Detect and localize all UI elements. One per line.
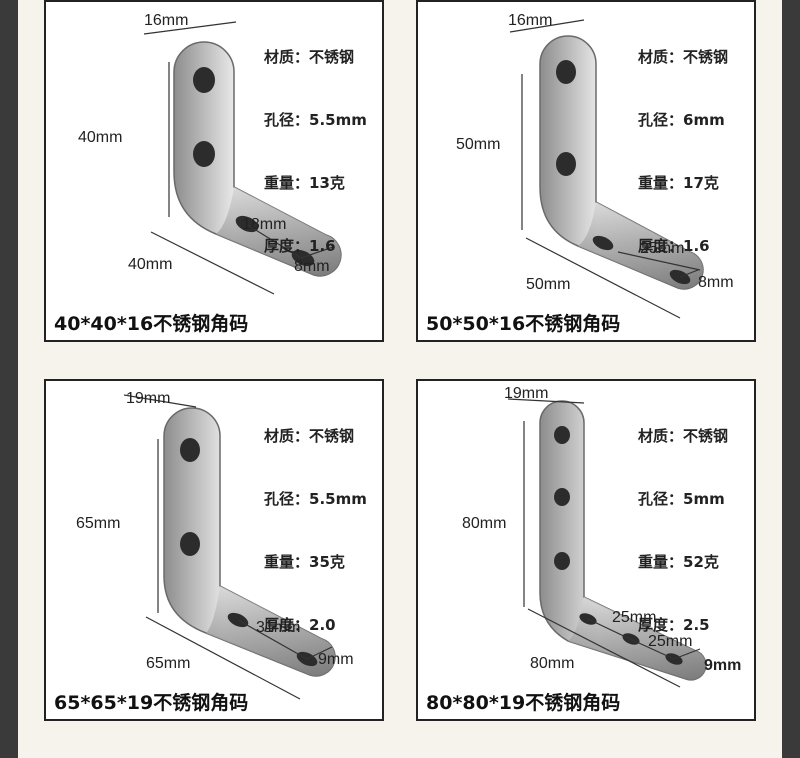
spec-hole: 孔径：6mm xyxy=(638,111,725,129)
spec-hole: 孔径：5mm xyxy=(638,490,725,508)
dim-hole-gap: 18mm xyxy=(242,216,287,233)
dim-height: 40mm xyxy=(78,129,123,146)
dim-width: 16mm xyxy=(144,12,189,29)
dim-hole-gap-2: 25mm xyxy=(648,633,693,650)
dim-length: 80mm xyxy=(530,655,575,672)
spec-weight: 重量：52克 xyxy=(638,553,719,571)
dim-width: 16mm xyxy=(508,12,553,29)
dim-length: 40mm xyxy=(128,256,173,273)
spec-thickness: 厚度：2.5 xyxy=(638,616,710,634)
dim-hole-gap: 25mm xyxy=(612,609,657,626)
product-panel: 材质：不锈钢 孔径：5.5mm 重量：13克 厚度：1.6 16mm 40mm … xyxy=(18,0,782,758)
dim-length: 65mm xyxy=(146,655,191,672)
dim-edge: 9mm xyxy=(318,651,354,668)
product-card-50: 材质：不锈钢 孔径：6mm 重量：17克 厚度：1.6 16mm 50mm 50… xyxy=(416,0,756,342)
spec-weight: 重量：17克 xyxy=(638,174,719,192)
dim-width: 19mm xyxy=(126,390,171,407)
dim-height: 80mm xyxy=(462,515,507,532)
product-card-40: 材质：不锈钢 孔径：5.5mm 重量：13克 厚度：1.6 16mm 40mm … xyxy=(44,0,384,342)
product-caption: 80*80*19不锈钢角码 xyxy=(426,692,621,714)
dim-edge: 9mm xyxy=(704,657,742,674)
specs-block: 材质：不锈钢 孔径：6mm 重量：17克 厚度：1.6 xyxy=(638,5,728,299)
product-caption: 65*65*19不锈钢角码 xyxy=(54,692,249,714)
dim-width: 19mm xyxy=(504,385,549,402)
dim-edge: 8mm xyxy=(294,258,330,275)
spec-material: 材质：不锈钢 xyxy=(638,427,729,445)
product-card-65: 材质：不锈钢 孔径：5.5mm 重量：35克 厚度：2.0 19mm 65mm … xyxy=(44,379,384,721)
specs-block: 材质：不锈钢 孔径：5.5mm 重量：35克 厚度：2.0 xyxy=(264,384,367,678)
spec-material: 材质：不锈钢 xyxy=(264,427,355,445)
spec-weight: 重量：35克 xyxy=(264,553,345,571)
bracket-illustration xyxy=(123,394,336,700)
dim-height: 65mm xyxy=(76,515,121,532)
dim-hole-gap: 31mm xyxy=(256,619,301,636)
bracket-illustration xyxy=(507,398,707,688)
specs-block: 材质：不锈钢 孔径：5.5mm 重量：13克 厚度：1.6 xyxy=(264,5,367,299)
spec-thickness: 厚度：2.0 xyxy=(264,616,336,634)
spec-weight: 重量：13克 xyxy=(264,174,345,192)
product-caption: 40*40*16不锈钢角码 xyxy=(54,313,249,335)
dim-height: 50mm xyxy=(456,136,501,153)
bracket-illustration xyxy=(143,21,342,295)
spec-thickness: 厚度：1.6 xyxy=(264,237,336,255)
spec-hole: 孔径：5.5mm xyxy=(264,490,367,508)
dim-length: 50mm xyxy=(526,276,571,293)
product-card-80: 材质：不锈钢 孔径：5mm 重量：52克 厚度：2.5 19mm 80mm 80… xyxy=(416,379,756,721)
spec-thickness: 厚度：1.6 xyxy=(638,237,710,255)
dim-hole-gap: 25mm xyxy=(640,240,685,257)
spec-hole: 孔径：5.5mm xyxy=(264,111,367,129)
spec-material: 材质：不锈钢 xyxy=(264,48,355,66)
dim-edge: 8mm xyxy=(698,274,734,291)
spec-material: 材质：不锈钢 xyxy=(638,48,729,66)
bracket-illustration xyxy=(509,19,704,319)
product-caption: 50*50*16不锈钢角码 xyxy=(426,313,621,335)
specs-block: 材质：不锈钢 孔径：5mm 重量：52克 厚度：2.5 xyxy=(638,384,728,678)
